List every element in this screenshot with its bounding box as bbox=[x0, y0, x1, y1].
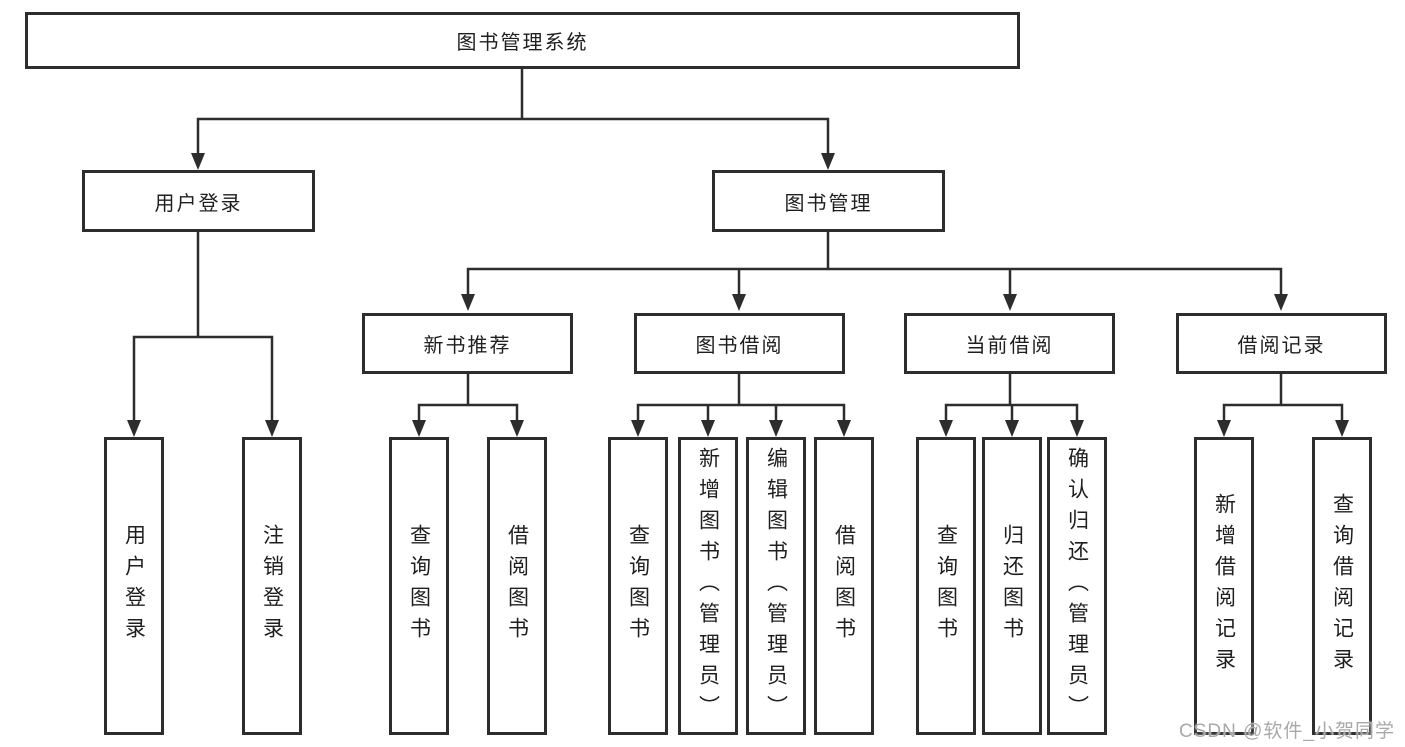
node-label: 查询图书 bbox=[626, 524, 650, 648]
node-root: 图书管理系统 bbox=[25, 12, 1020, 69]
leaf-borrowing-add-books-admin: 新增图书（管理员） bbox=[678, 437, 738, 735]
node-book-management: 图书管理 bbox=[712, 170, 945, 232]
node-label: 编辑图书（管理员） bbox=[764, 446, 788, 726]
node-label: 当前借阅 bbox=[965, 335, 1054, 357]
node-label: 新增借阅记录 bbox=[1212, 493, 1236, 679]
leaf-current-confirm-return-admin: 确认归还（管理员） bbox=[1047, 437, 1107, 735]
watermark: CSDN @软件_小贺同学 bbox=[1179, 721, 1395, 742]
node-label: 用户登录 bbox=[122, 524, 146, 648]
node-book-borrowing: 图书借阅 bbox=[634, 313, 845, 374]
node-user-login: 用户登录 bbox=[82, 170, 315, 232]
node-label: 借阅图书 bbox=[505, 524, 529, 648]
node-label: 用户登录 bbox=[154, 192, 243, 215]
node-borrowing-records: 借阅记录 bbox=[1176, 313, 1387, 374]
node-label: 图书借阅 bbox=[695, 335, 784, 357]
leaf-records-query-record: 查询借阅记录 bbox=[1312, 437, 1372, 735]
node-label: 借阅图书 bbox=[832, 524, 856, 648]
leaf-current-return-books: 归还图书 bbox=[982, 437, 1042, 735]
leaf-borrowing-query-books: 查询图书 bbox=[608, 437, 668, 735]
node-label: 归还图书 bbox=[1000, 524, 1024, 648]
node-label: 查询图书 bbox=[407, 524, 431, 648]
node-label: 图书管理系统 bbox=[456, 32, 589, 54]
connector-path bbox=[132, 67, 1344, 424]
leaf-current-query-books: 查询图书 bbox=[916, 437, 976, 735]
leaf-newbook-query-books: 查询图书 bbox=[389, 437, 449, 735]
leaf-logout: 注销登录 bbox=[242, 437, 302, 735]
leaf-user-login: 用户登录 bbox=[104, 437, 164, 735]
leaf-newbook-borrow-books: 借阅图书 bbox=[487, 437, 547, 735]
node-label: 新增图书（管理员） bbox=[696, 446, 720, 726]
arrowhead-path bbox=[127, 153, 1349, 437]
node-label: 查询图书 bbox=[934, 524, 958, 648]
node-label: 注销登录 bbox=[260, 524, 284, 648]
leaf-borrowing-borrow-books: 借阅图书 bbox=[814, 437, 874, 735]
leaf-records-add-record: 新增借阅记录 bbox=[1194, 437, 1254, 735]
node-label: 借阅记录 bbox=[1237, 335, 1326, 357]
node-current-borrowing: 当前借阅 bbox=[904, 313, 1115, 374]
node-new-book-recommend: 新书推荐 bbox=[362, 313, 573, 374]
node-label: 图书管理 bbox=[784, 192, 873, 215]
node-label: 新书推荐 bbox=[423, 335, 512, 357]
leaf-borrowing-edit-books-admin: 编辑图书（管理员） bbox=[746, 437, 806, 735]
node-label: 查询借阅记录 bbox=[1330, 493, 1354, 679]
node-label: 确认归还（管理员） bbox=[1065, 446, 1089, 726]
